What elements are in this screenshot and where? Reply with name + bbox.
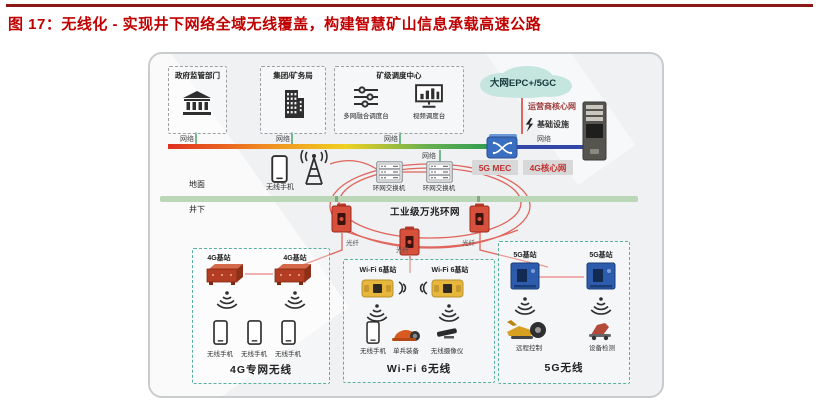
video-console-icon bbox=[415, 84, 443, 108]
mine-switch-icon bbox=[331, 203, 352, 233]
ring-title: 工业级万兆环网 bbox=[389, 207, 460, 218]
dispatch-center-label: 矿级调度中心 bbox=[376, 71, 422, 80]
ring-switch-label: 环网交换机 bbox=[422, 185, 456, 192]
cloud: 大网EPC+/5GC bbox=[472, 64, 574, 100]
base-station-5g-icon bbox=[586, 262, 616, 290]
helmet-gear-icon bbox=[392, 330, 420, 341]
divider-tick bbox=[477, 196, 480, 202]
station-label-5g: 5G基站 bbox=[513, 252, 537, 259]
phone-icon bbox=[271, 155, 288, 183]
device-label: 设备检测 bbox=[589, 345, 615, 352]
base-station-wifi6-icon bbox=[431, 279, 464, 298]
bank-icon bbox=[183, 91, 211, 115]
station-label-4g: 4G基站 bbox=[283, 255, 307, 262]
device-label: 无线手机 bbox=[241, 351, 267, 358]
phone-icon bbox=[281, 320, 296, 345]
station-label-wifi6: Wi-Fi 6基站 bbox=[431, 267, 469, 274]
cloud-label: 大网EPC+/5GC bbox=[489, 78, 557, 89]
ring-switch-icon bbox=[376, 161, 403, 183]
surface-phone-label: 无线手机 bbox=[266, 184, 294, 191]
mec-chip: 5G MEC bbox=[472, 160, 518, 175]
mine-switch-icon bbox=[469, 203, 490, 233]
fiber-label: 光纤 bbox=[346, 240, 359, 247]
group-box: 集团/矿务局 bbox=[260, 66, 326, 134]
divider-tick bbox=[335, 196, 338, 202]
network-label: 网络 bbox=[384, 136, 398, 143]
backbone-gradient-bar bbox=[168, 144, 490, 149]
device-label: 无线手机 bbox=[207, 351, 233, 358]
server-tower-icon bbox=[582, 101, 607, 161]
core4g-chip: 4G核心网 bbox=[523, 160, 573, 175]
network-label: 网络 bbox=[537, 136, 551, 143]
fiber-label: 光纤 bbox=[462, 240, 475, 247]
network-label: 网络 bbox=[180, 136, 194, 143]
antenna-icon bbox=[300, 150, 328, 185]
ring-switch-label: 环网交换机 bbox=[372, 185, 406, 192]
infrastructure-label: 基础设施 bbox=[537, 120, 569, 129]
device-label: 无线摄像仪 bbox=[430, 348, 464, 355]
underground-label: 井下 bbox=[189, 205, 205, 214]
base-station-4g-icon bbox=[206, 264, 243, 285]
ring-switch-icon bbox=[426, 161, 453, 183]
network-label: 网络 bbox=[276, 136, 290, 143]
ground-label: 地面 bbox=[189, 180, 205, 189]
radio-waves-icon bbox=[398, 281, 428, 295]
wireless-camera-icon bbox=[436, 328, 457, 339]
phone-icon bbox=[213, 320, 228, 345]
zone-4g: 4G基站 4G基站 bbox=[192, 248, 330, 384]
cloud-icon bbox=[480, 66, 572, 98]
wifi-signal-icon bbox=[438, 304, 460, 322]
top-rule bbox=[6, 4, 813, 7]
sliders-icon bbox=[354, 86, 378, 108]
server-link-line bbox=[514, 145, 584, 149]
wifi-signal-icon bbox=[216, 291, 238, 309]
dispatch-item-label: 视频调度台 bbox=[412, 113, 446, 120]
operator-core-label: 运营商核心网 bbox=[528, 102, 576, 111]
wifi-signal-icon bbox=[284, 291, 306, 309]
device-label: 单兵装备 bbox=[393, 348, 419, 355]
inspection-machine-icon bbox=[589, 323, 611, 341]
figure-title: 图 17：无线化 - 实现井下网络全域无线覆盖，构建智慧矿山信息承载高速公路 bbox=[8, 16, 542, 33]
dispatch-center-box: 矿级调度中心 多网融合调度台 视频调度台 bbox=[334, 66, 464, 134]
building-icon bbox=[285, 90, 304, 118]
wifi-signal-icon bbox=[590, 297, 612, 315]
device-label: 无线手机 bbox=[360, 348, 386, 355]
mine-switch-icon bbox=[399, 226, 420, 256]
gov-box-label: 政府监管部门 bbox=[175, 71, 220, 80]
device-label: 远程控制 bbox=[516, 345, 542, 352]
station-label-wifi6: Wi-Fi 6基站 bbox=[359, 267, 397, 274]
network-label: 网络 bbox=[422, 153, 436, 160]
base-station-wifi6-icon bbox=[361, 279, 394, 298]
surface-divider-bar bbox=[160, 196, 638, 202]
phone-icon bbox=[247, 320, 262, 345]
wifi-signal-icon bbox=[366, 304, 388, 322]
station-label-4g: 4G基站 bbox=[207, 255, 231, 262]
dispatch-item-label: 多网融合调度台 bbox=[343, 113, 389, 120]
zone-wifi6-title: Wi-Fi 6无线 bbox=[386, 363, 452, 375]
group-box-label: 集团/矿务局 bbox=[273, 71, 313, 80]
phone-icon bbox=[366, 321, 380, 344]
zone-wifi6: Wi-Fi 6基站 Wi-Fi 6基站 bbox=[343, 259, 495, 383]
wifi-signal-icon bbox=[514, 297, 536, 315]
station-label-5g: 5G基站 bbox=[589, 252, 613, 259]
fiber-label: 光纤 bbox=[396, 247, 409, 254]
base-station-4g-icon bbox=[274, 264, 311, 285]
zone-5g: 5G基站 5G基站 bbox=[498, 241, 630, 384]
remote-machine-icon bbox=[507, 320, 546, 339]
gov-box: 政府监管部门 bbox=[168, 66, 227, 134]
base-station-5g-icon bbox=[510, 262, 540, 290]
zone-5g-title: 5G无线 bbox=[544, 362, 584, 374]
core-router-icon bbox=[486, 134, 518, 159]
device-label: 无线手机 bbox=[275, 351, 301, 358]
infrastructure-icon bbox=[525, 118, 534, 132]
zone-4g-title: 4G专网无线 bbox=[229, 364, 292, 376]
